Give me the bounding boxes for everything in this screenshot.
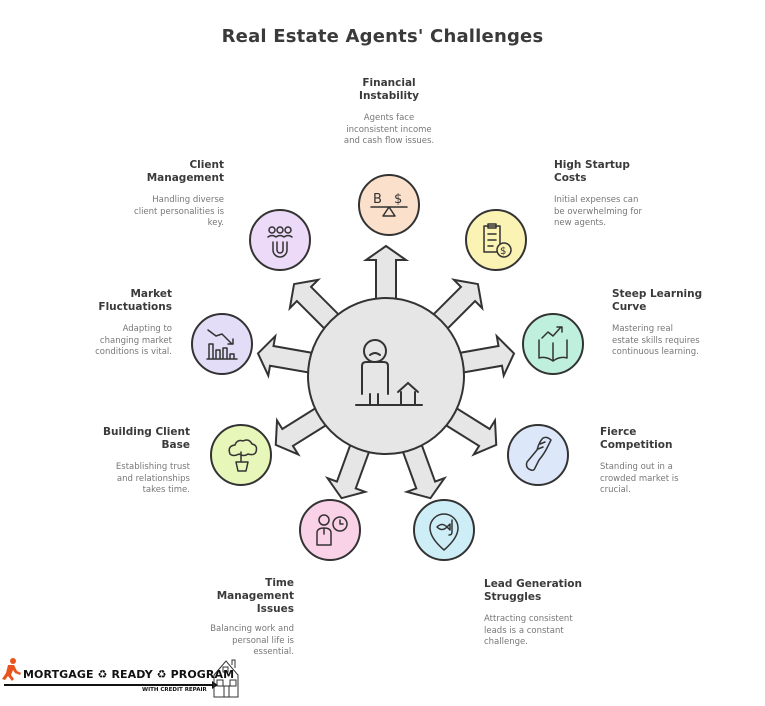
market-fluctuations-circle (191, 313, 253, 375)
running-person-icon (2, 658, 21, 681)
client-management-circle (249, 209, 311, 271)
svg-text:$: $ (500, 246, 506, 257)
balance-scale-dollar-icon: B $ (370, 192, 408, 217)
arrow-left (256, 333, 315, 379)
stressed-agent-icon (355, 339, 423, 406)
arrow-up (362, 244, 410, 301)
mortgage-ready-logo: MORTGAGE ♻ READY ♻ PROGRAM WITH CREDIT R… (0, 655, 250, 706)
people-magnet-icon (267, 226, 293, 258)
lead-generation-circle (413, 499, 475, 561)
svg-text:B: B (373, 192, 382, 207)
fierce-competition-circle (507, 424, 569, 486)
potted-tree-icon (228, 439, 258, 472)
clipboard-dollar-icon: $ (483, 223, 512, 258)
running-shoe-icon (525, 436, 552, 471)
diagram-title: Real Estate Agents' Challenges (221, 26, 544, 47)
fishing-location-icon (429, 513, 459, 551)
financial-instability-circle (358, 174, 420, 236)
declining-chart-icon (206, 329, 238, 360)
person-clock-icon (316, 514, 348, 546)
book-growth-icon (538, 326, 568, 362)
logo-brand-text: MORTGAGE ♻ READY ♻ PROGRAM (23, 668, 235, 681)
logo-subtitle: WITH CREDIT REPAIR (142, 687, 207, 693)
svg-text:$: $ (394, 192, 402, 207)
center-hub (307, 297, 465, 455)
arrow-right (457, 333, 516, 379)
house-icon (213, 659, 239, 698)
